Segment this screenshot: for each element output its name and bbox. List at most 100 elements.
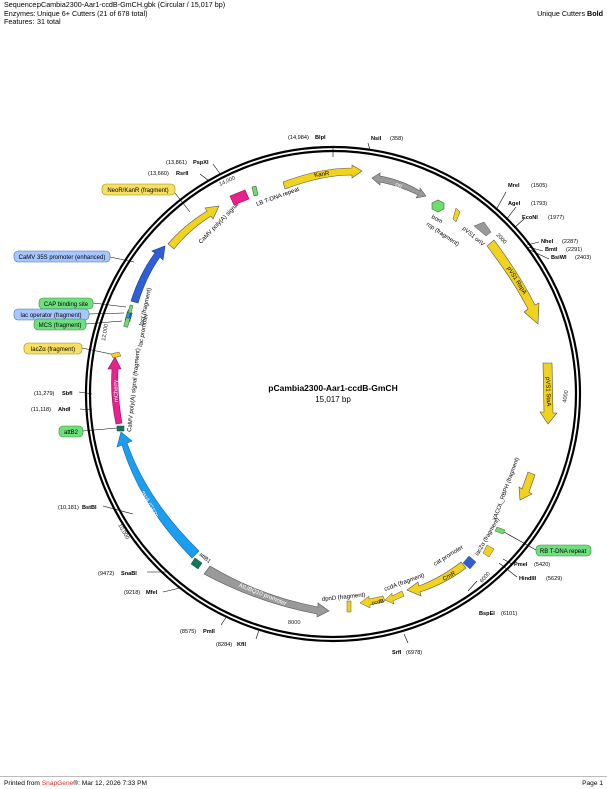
- rb-repeat-leader: [503, 531, 537, 551]
- ori-arrow: [371, 172, 427, 199]
- ori-label: ori: [394, 182, 402, 190]
- mcherry-label: mCherry: [113, 380, 120, 403]
- sbfi-pos: (11,279): [34, 391, 55, 397]
- nsii-pos: (358): [390, 136, 403, 142]
- lacz-left-leader: [81, 347, 112, 355]
- rsrii-pos: (13,660): [148, 171, 169, 177]
- bom-label: bom: [430, 214, 443, 225]
- atubq10-arrow: [203, 565, 330, 618]
- nsii-site: [367, 142, 371, 151]
- srfi-name: SrfI: [392, 650, 402, 656]
- rsrii-name: RsrII: [176, 171, 189, 177]
- kfli-name: KflI: [237, 642, 246, 648]
- cap-site-marker: [127, 304, 134, 314]
- yacol-arrow: [518, 471, 536, 501]
- ahdi-name: AhdI: [58, 407, 71, 413]
- camv-polya-left-label: CaMV poly(A) signal (fragment): [127, 348, 142, 432]
- attb2-marker: [116, 425, 125, 432]
- lb-repeat-label: LB T-DNA repeat: [256, 187, 301, 208]
- mcs-badge-text: MCS (fragment): [39, 323, 82, 329]
- srfi-pos: (6978): [406, 650, 422, 656]
- nhei-name: NheI: [541, 239, 554, 245]
- neor-badge: [101, 183, 176, 196]
- bspei-pos: (6101): [501, 611, 517, 617]
- footer-rule: [0, 776, 607, 777]
- rb-repeat-badge: [535, 544, 592, 557]
- mcs-marker: [123, 316, 131, 328]
- pmei-site: [502, 558, 513, 565]
- attb2-badge: [58, 425, 84, 438]
- pvs1-staa-label: pVS1 StaA: [544, 377, 551, 407]
- bmti-site: [527, 246, 544, 252]
- pvs1-oriv-arrow: [473, 221, 492, 237]
- pspxi-name: PspXI: [193, 160, 209, 166]
- pspxi-pos: (13,861): [166, 160, 187, 166]
- cap-leader: [92, 302, 127, 308]
- bsiwi-site: [529, 249, 550, 260]
- tick-4000: 4000: [562, 390, 570, 403]
- camv-35s-badge: [13, 250, 111, 263]
- bstbi-pos: (10,181): [58, 505, 79, 511]
- mcherry-arrow: [107, 356, 123, 425]
- backbone-inner-ring: [88, 149, 578, 639]
- econi-pos: (1977): [548, 215, 564, 221]
- features-value: 31 total: [37, 17, 61, 27]
- pmli-name: PmlI: [203, 629, 215, 635]
- agei-pos: (1793): [531, 201, 547, 207]
- bsiwi-pos: (2403): [575, 255, 591, 261]
- cmr-arrow: [406, 561, 467, 597]
- atubq10-label: AtUBQ10 promoter: [238, 583, 288, 608]
- dpnd-marker: [346, 600, 352, 613]
- lac-promoter-label: lac promoter: [138, 313, 150, 347]
- mrei-site: [495, 191, 507, 211]
- ssra-arrow: [116, 431, 200, 559]
- pvs1-staa-arrow: [539, 362, 558, 425]
- rop-label: rop (fragment): [425, 222, 460, 248]
- agei-name: AgeI: [508, 201, 521, 207]
- ccdb-label: ccdB: [371, 598, 385, 607]
- rsrii-site: [199, 173, 210, 182]
- hindiii-site: [498, 562, 518, 578]
- dpnd-label: dpnD (fragment): [322, 592, 366, 603]
- bom-marker: [431, 199, 445, 213]
- ccdb-arrow: [359, 595, 386, 609]
- nhei-site: [526, 241, 540, 246]
- tick-12000: 12,000: [101, 323, 110, 341]
- rop-arrow: [452, 207, 461, 223]
- neor-arrow: [167, 205, 220, 250]
- nhei-pos: (2287): [562, 239, 578, 245]
- print-footer: Printed from SnapGene®: Mar 12, 2026 7:3…: [4, 780, 147, 787]
- plasmid-length: 15,017 bp: [315, 395, 351, 404]
- ahdi-pos: (11,118): [31, 407, 51, 413]
- snabi-pos: (9472): [98, 571, 114, 577]
- lac-operator-badge-text: lac operator (fragment): [20, 313, 81, 319]
- lacz-left-badge: [23, 342, 83, 355]
- attb2-label: attB2: [64, 430, 79, 436]
- printed-prefix: Printed from: [4, 780, 42, 787]
- legend-bold: Bold: [587, 9, 603, 18]
- mcs-leader: [85, 320, 123, 325]
- srfi-site: [403, 633, 409, 644]
- pmei-pos: (5420): [534, 562, 550, 568]
- pmli-site: [220, 615, 228, 626]
- printed-suffix: ®: Mar 12, 2026 7:33 PM: [73, 780, 148, 787]
- lac-operator-leader: [88, 312, 125, 315]
- cap-badge-text: CAP binding site: [44, 302, 89, 308]
- enzymes-value: Unique 6+ Cutters (21 of 678 total): [37, 8, 148, 18]
- rb-repeat-marker: [494, 526, 506, 535]
- bspei-site: [467, 580, 478, 592]
- tick-8000: 8000: [288, 620, 300, 626]
- econi-name: EcoNI: [522, 215, 538, 221]
- camv-35s-arrow: [130, 245, 166, 304]
- cat-promoter-marker: [462, 555, 477, 570]
- pmei-name: PmeI: [514, 562, 528, 568]
- features-label: Features:: [4, 17, 35, 27]
- bmti-pos: (2291): [566, 247, 582, 253]
- snapgene-brand: SnapGene: [41, 780, 74, 787]
- mfei-site: [162, 587, 181, 593]
- blpi-name: BlpI: [315, 135, 326, 141]
- pvs1-repa-label: pVS1 RepA: [505, 266, 527, 296]
- cutters-legend: Unique Cutters Bold: [537, 9, 603, 18]
- agei-site: [505, 206, 517, 221]
- mfei-pos: (9218): [124, 590, 140, 596]
